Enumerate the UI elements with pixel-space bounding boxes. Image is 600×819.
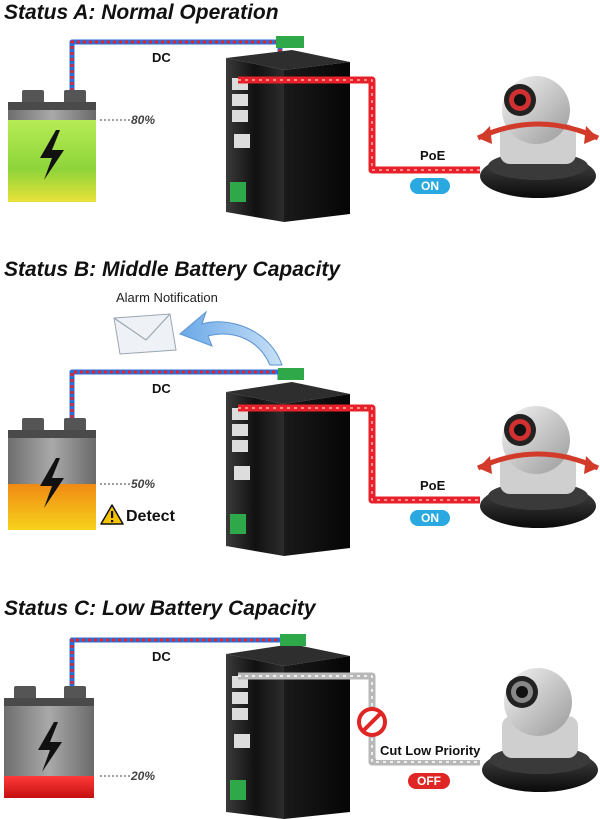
battery-fill-level bbox=[4, 776, 94, 798]
dc-terminal-block bbox=[276, 36, 304, 48]
rj45-port bbox=[234, 134, 250, 148]
poe-status-text: OFF bbox=[417, 774, 441, 788]
battery-terminal-left bbox=[22, 418, 44, 432]
envelope-icon bbox=[113, 313, 177, 355]
alarm-notification-label: Alarm Notification bbox=[116, 290, 218, 305]
battery-terminal-left bbox=[22, 90, 44, 104]
battery bbox=[4, 686, 94, 798]
rotation-arrow bbox=[476, 451, 600, 471]
panel-status-c: Status C: Low Battery Capacity DC 20% bbox=[4, 597, 598, 819]
rj45-port bbox=[234, 466, 250, 480]
poe-status-badge bbox=[410, 178, 450, 194]
cut-low-priority-label: Cut Low Priority bbox=[380, 743, 481, 758]
battery-percent-label: 20% bbox=[130, 769, 155, 783]
panel-title: Status A: Normal Operation bbox=[4, 1, 279, 24]
industrial-poe-switch bbox=[226, 36, 350, 222]
poe-cable bbox=[238, 76, 480, 174]
terminal-block bbox=[230, 514, 246, 534]
poe-label: PoE bbox=[420, 478, 446, 493]
battery-percent-label: 80% bbox=[131, 113, 155, 127]
poe-label: PoE bbox=[420, 148, 446, 163]
industrial-poe-switch bbox=[226, 634, 350, 819]
lightning-icon bbox=[40, 130, 64, 180]
dc-label: DC bbox=[152, 649, 171, 664]
battery bbox=[8, 90, 96, 202]
dc-terminal-block bbox=[280, 634, 306, 646]
dc-terminal-block bbox=[278, 368, 304, 380]
battery-terminal-right bbox=[64, 418, 86, 432]
battery-terminal-right bbox=[64, 686, 86, 700]
panel-title: Status C: Low Battery Capacity bbox=[4, 597, 317, 620]
lightning-icon bbox=[38, 722, 62, 772]
rj45-port bbox=[234, 734, 250, 748]
terminal-block bbox=[230, 780, 246, 800]
panel-status-a: Status A: Normal Operation DC 80% bbox=[4, 1, 600, 222]
detect-label: Detect bbox=[126, 508, 176, 525]
dc-label: DC bbox=[152, 381, 171, 396]
poe-status-text: ON bbox=[421, 511, 439, 525]
poe-cable bbox=[238, 404, 480, 504]
ptz-camera bbox=[482, 668, 598, 792]
battery-percent-label: 50% bbox=[131, 477, 155, 491]
battery-terminal-left bbox=[14, 686, 36, 700]
terminal-block bbox=[230, 182, 246, 202]
industrial-poe-switch bbox=[226, 368, 350, 556]
dc-label: DC bbox=[152, 50, 171, 65]
ptz-camera bbox=[476, 406, 600, 528]
poe-status-badge bbox=[410, 510, 450, 526]
battery-terminal-right bbox=[64, 90, 86, 104]
panel-status-b: Status B: Middle Battery Capacity Alarm … bbox=[4, 258, 600, 556]
lightning-icon bbox=[40, 458, 64, 508]
warning-icon bbox=[100, 504, 124, 525]
poe-status-badge bbox=[408, 773, 450, 789]
ptz-camera bbox=[476, 76, 600, 198]
notification-arrow-icon bbox=[179, 310, 283, 366]
prohibited-icon bbox=[357, 707, 387, 737]
panel-title: Status B: Middle Battery Capacity bbox=[4, 258, 341, 281]
battery bbox=[8, 418, 96, 530]
poe-status-text: ON bbox=[421, 179, 439, 193]
rotation-arrow bbox=[476, 121, 600, 141]
